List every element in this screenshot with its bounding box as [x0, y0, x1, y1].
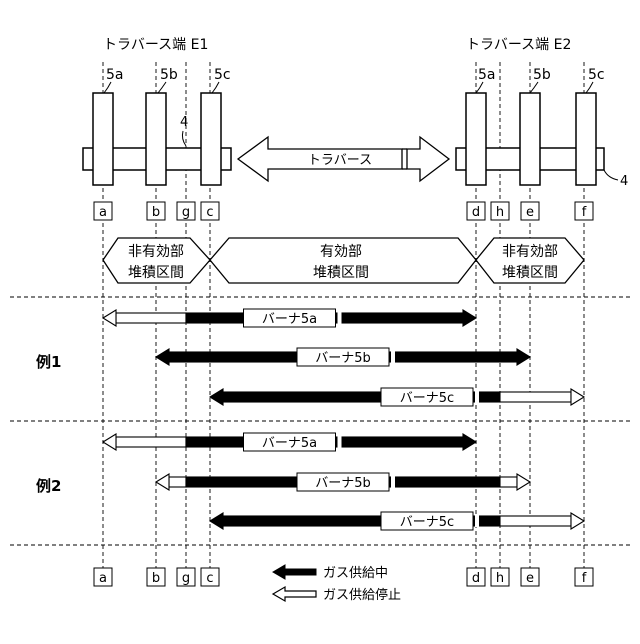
position-label-c-top: c	[206, 205, 213, 220]
burner-left-5b	[146, 93, 166, 185]
legend: ガス供給中 ガス供給停止	[273, 565, 401, 603]
section-right-line2: 堆積区間	[502, 265, 558, 281]
position-label-c-bottom: c	[206, 571, 213, 586]
position-label-f-bottom: f	[582, 571, 587, 586]
burner-label-right-5a: 5a	[478, 67, 496, 83]
position-label-g-top: g	[182, 205, 190, 220]
section-middle-line2: 堆積区間	[313, 265, 369, 281]
leader-left-5b	[158, 82, 166, 93]
burner-arrow-ex2-3: バーナ5c	[210, 512, 584, 530]
legend-gas-on-label: ガス供給中	[323, 566, 388, 581]
position-label-h-bottom: h	[496, 571, 504, 586]
position-label-g-bottom: g	[182, 571, 190, 586]
burner-label-left-5b: 5b	[160, 67, 178, 83]
legend-gas-off-arrow	[273, 587, 316, 601]
position-box-h-top: h	[491, 202, 509, 220]
burner-right-5a	[466, 93, 486, 185]
burner-right-5b	[520, 93, 540, 185]
position-box-g-top: g	[177, 202, 195, 220]
burner-arrow-ex1-3: バーナ5c	[210, 388, 584, 406]
leader-right-5b	[530, 82, 538, 93]
position-box-e-bottom: e	[521, 568, 539, 586]
burner-arrow-label-ex2-1: バーナ5a	[262, 436, 317, 451]
section-left-line2: 堆積区間	[128, 265, 184, 281]
leader-right-5c	[586, 82, 593, 93]
section-middle-line1: 有効部	[320, 244, 362, 260]
leader-left-5a	[104, 82, 111, 93]
position-label-b-top: b	[152, 205, 160, 220]
section-left-line1: 非有効部	[128, 244, 184, 260]
burner-left-5c	[201, 93, 221, 185]
traverse-end-e2-label: トラバース端 E2	[466, 37, 571, 53]
burner-arrow-label-ex1-1: バーナ5a	[262, 312, 317, 327]
leader-4-left	[182, 131, 186, 146]
position-box-c-top: c	[201, 202, 219, 220]
position-label-b-bottom: b	[152, 571, 160, 586]
burner-label-left-5c: 5c	[214, 67, 231, 83]
position-box-d-bottom: d	[467, 568, 485, 586]
burner-left-5a	[93, 93, 113, 185]
position-box-a-bottom: a	[94, 568, 112, 586]
example-2-label: 例2	[36, 477, 61, 495]
position-label-a-top: a	[99, 205, 107, 220]
legend-gas-off-label: ガス供給停止	[323, 587, 401, 603]
position-label-f-top: f	[582, 205, 587, 220]
position-label-a-bottom: a	[99, 571, 107, 586]
position-labels-top: abgcdhef	[94, 202, 593, 220]
traverse-end-e1-label: トラバース端 E1	[103, 37, 208, 53]
position-box-h-bottom: h	[491, 568, 509, 586]
position-box-b-top: b	[147, 202, 165, 220]
position-box-b-bottom: b	[147, 568, 165, 586]
position-label-h-top: h	[496, 205, 504, 220]
position-box-f-bottom: f	[575, 568, 593, 586]
position-box-f-top: f	[575, 202, 593, 220]
burner-arrow-label-ex1-2: バーナ5b	[315, 351, 371, 366]
position-label-e-top: e	[526, 205, 534, 220]
label-4-left: 4	[180, 115, 188, 130]
label-4-right: 4	[620, 174, 628, 189]
legend-gas-on-arrow	[273, 565, 316, 579]
position-box-c-bottom: c	[201, 568, 219, 586]
burner-arrows: バーナ5a バーナ5b バーナ5c バーナ5a バーナ5b バーナ5c	[103, 309, 584, 530]
leader-left-5c	[212, 82, 219, 93]
burner-arrow-ex1-2: バーナ5b	[156, 348, 530, 366]
burner-arrow-ex2-1: バーナ5a	[103, 433, 476, 451]
burner-label-right-5b: 5b	[533, 67, 551, 83]
position-box-g-bottom: g	[177, 568, 195, 586]
example-1-label: 例1	[36, 353, 61, 371]
burner-arrow-ex1-1: バーナ5a	[103, 309, 476, 327]
leader-4-right	[604, 170, 618, 180]
burner-arrow-label-ex2-2: バーナ5b	[315, 476, 371, 491]
position-label-e-bottom: e	[526, 571, 534, 586]
burner-right-5c	[576, 93, 596, 185]
position-label-d-bottom: d	[472, 571, 480, 586]
traverse-label: トラバース	[308, 153, 372, 168]
burner-label-left-5a: 5a	[106, 67, 124, 83]
position-box-e-top: e	[521, 202, 539, 220]
leader-right-5a	[476, 82, 483, 93]
position-box-d-top: d	[467, 202, 485, 220]
section-right-line1: 非有効部	[502, 244, 558, 260]
position-box-a-top: a	[94, 202, 112, 220]
position-label-d-top: d	[472, 205, 480, 220]
burner-arrow-ex2-2: バーナ5b	[156, 473, 530, 491]
burner-arrow-label-ex1-3: バーナ5c	[400, 391, 454, 406]
burner-arrow-label-ex2-3: バーナ5c	[400, 515, 454, 530]
burner-label-right-5c: 5c	[588, 67, 605, 83]
